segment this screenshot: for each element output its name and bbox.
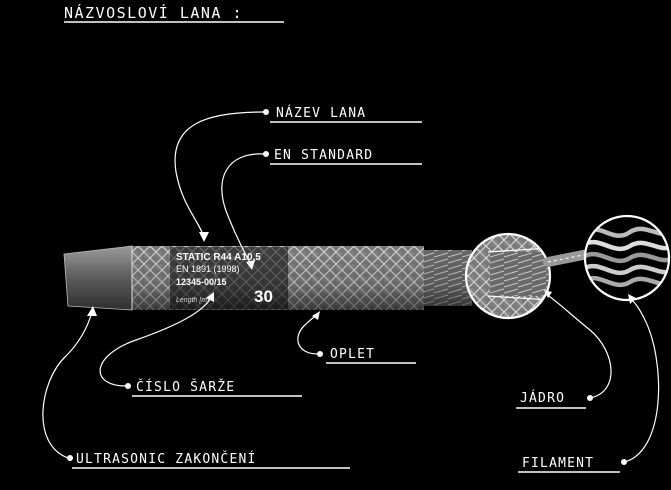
rope-print-standard: EN 1891 (1998) xyxy=(176,264,240,274)
label-group-cislo-sarze: ČÍSLO ŠARŽE xyxy=(99,292,302,397)
label-group-en-standard: EN STANDARD xyxy=(221,148,422,270)
label-cislo-sarze: ČÍSLO ŠARŽE xyxy=(136,379,235,395)
rope: STATIC R44 A10,5 EN 1891 (1998) 12345-00… xyxy=(63,245,500,311)
label-filament: FILAMENT xyxy=(522,456,594,471)
diagram-title: NÁZVOSLOVÍ LANA : xyxy=(64,3,243,22)
label-group-oplet: OPLET xyxy=(297,311,416,364)
label-group-filament: FILAMENT xyxy=(518,294,660,473)
label-group-nazev-lana: NÁZEV LANA xyxy=(174,105,422,242)
label-oplet: OPLET xyxy=(330,347,375,362)
label-nazev-lana: NÁZEV LANA xyxy=(276,105,366,121)
filament-magnifier xyxy=(583,214,671,302)
label-ultrasonic: ULTRASONIC ZAKONČENÍ xyxy=(76,451,257,467)
label-group-jadro: JÁDRO xyxy=(516,290,612,409)
ultrasonic-end-cap xyxy=(63,245,133,311)
rope-print-length-label: Length [m] xyxy=(176,297,210,304)
label-group-ultrasonic: ULTRASONIC ZAKONČENÍ xyxy=(42,306,350,469)
rope-print-batch: 12345-00/15 xyxy=(176,277,227,287)
rope-print-length-value: 30 xyxy=(254,287,273,306)
core-magnifier xyxy=(464,232,552,320)
rope-label-band xyxy=(170,247,288,309)
label-jadro: JÁDRO xyxy=(520,390,565,406)
label-en-standard: EN STANDARD xyxy=(274,148,373,163)
rope-print-name: STATIC R44 A10,5 xyxy=(176,252,261,263)
